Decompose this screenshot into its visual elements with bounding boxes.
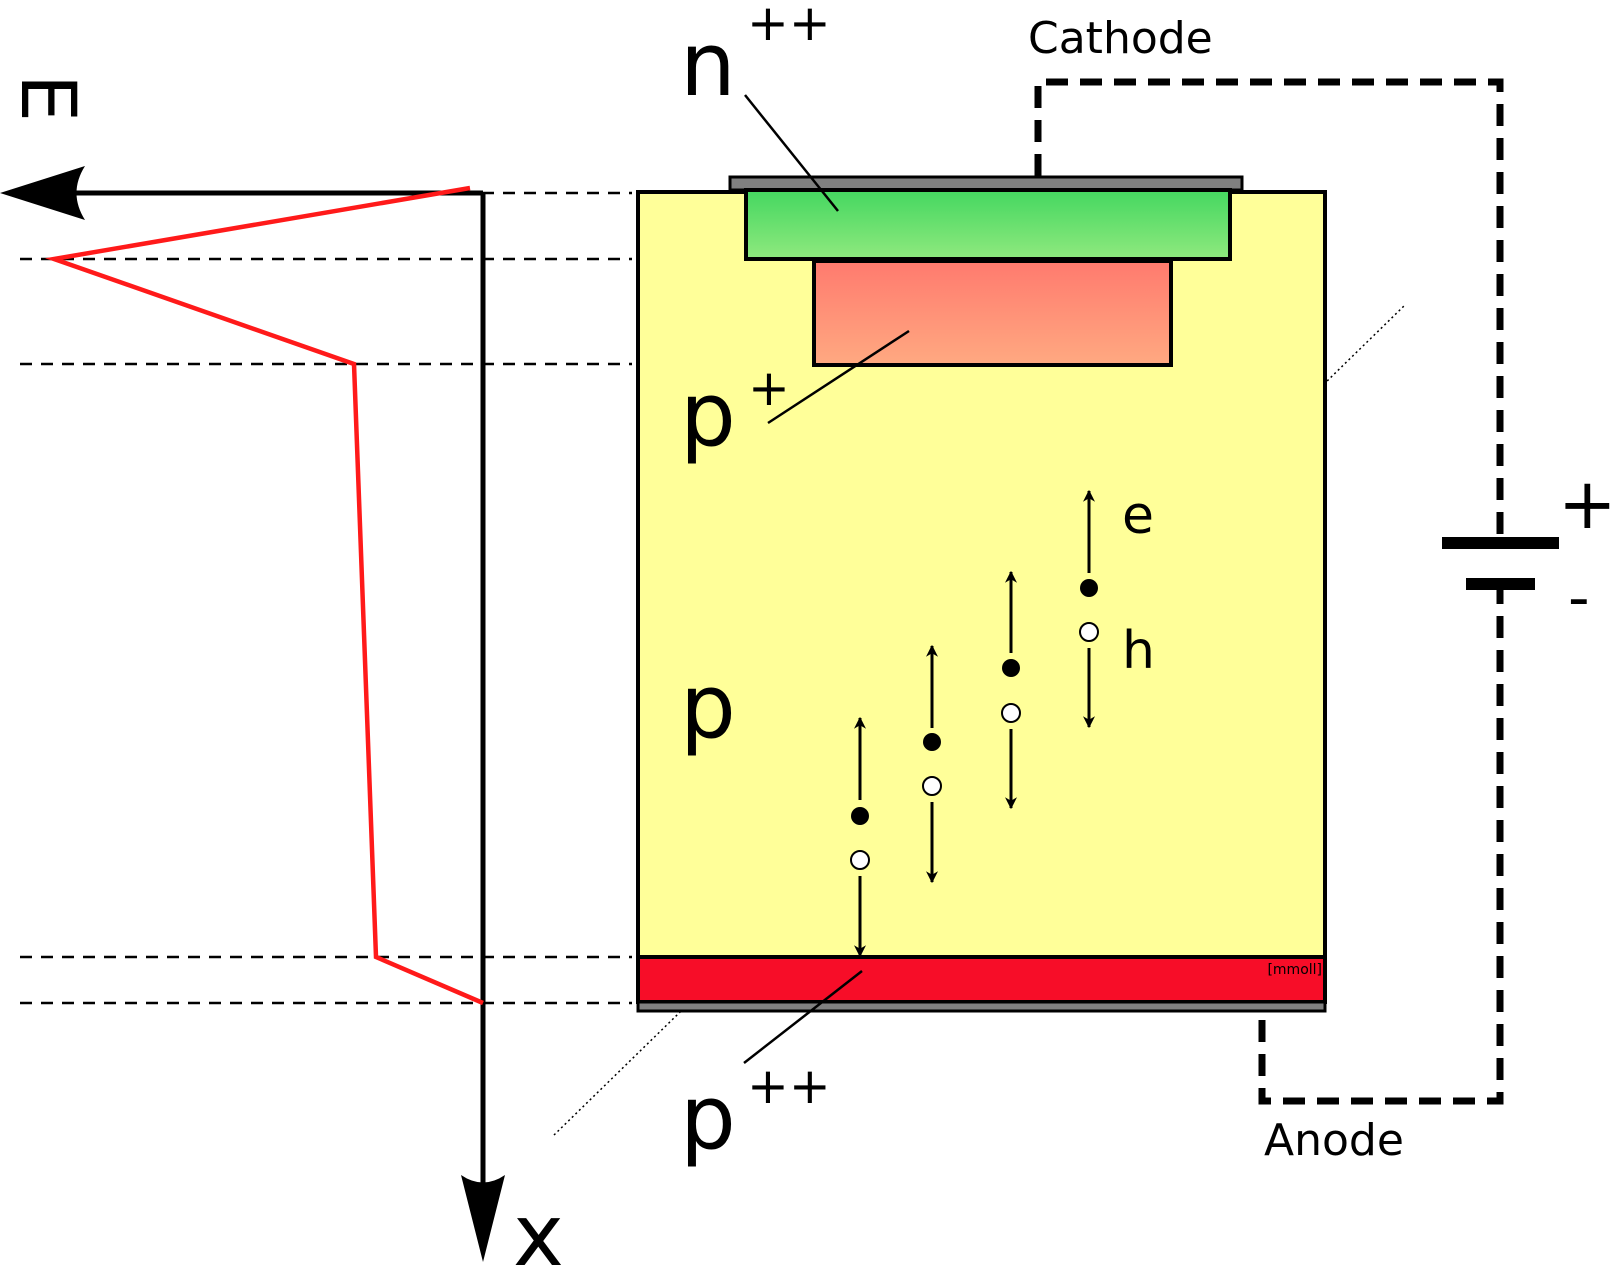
- axis-label-e: E: [4, 74, 93, 122]
- label-anode: Anode: [1264, 1115, 1404, 1166]
- label-p: p: [680, 655, 736, 758]
- small-region-label: [mmoll]: [1267, 962, 1322, 978]
- label-p-plus-plus-sup: ++: [747, 1057, 831, 1115]
- carrier-pairs: [850, 489, 1099, 958]
- label-p-plus-sup: +: [748, 359, 790, 417]
- n-plus-plus-layer: [744, 188, 1232, 261]
- leader-p-plus-plus: [743, 970, 863, 1064]
- electron-dot: [1002, 659, 1020, 677]
- anode-wire: [1258, 582, 1504, 1105]
- p-plus-layer: [812, 259, 1173, 367]
- dashed-guides: [20, 191, 632, 1005]
- electric-field-curve: [45, 185, 484, 1006]
- label-electron: e: [1122, 486, 1154, 546]
- electron-dot: [1080, 579, 1098, 597]
- label-n-plus-plus-sup: ++: [747, 0, 831, 52]
- hole-circle: [1079, 622, 1099, 642]
- anode-contact-metal: [636, 1000, 1327, 1013]
- x-axis-arrowhead: [461, 1175, 505, 1262]
- hole-circle: [850, 850, 870, 870]
- leader-lines: [743, 94, 910, 1064]
- battery-symbol: [1442, 537, 1559, 590]
- battery-long-plate: [1442, 537, 1559, 549]
- label-cathode: Cathode: [1028, 13, 1213, 64]
- battery-minus-sign: -: [1568, 563, 1590, 633]
- label-n-plus-plus: n: [680, 13, 736, 116]
- p-plus-plus-layer: [636, 955, 1327, 1004]
- label-p-plus-plus: p: [680, 1066, 736, 1169]
- leader-p-plus: [767, 329, 910, 425]
- cathode-wire: [1034, 78, 1504, 543]
- label-hole: h: [1122, 621, 1155, 681]
- electron-dot: [923, 733, 941, 751]
- battery-short-plate: [1466, 578, 1535, 590]
- field-axes: [60, 190, 486, 1210]
- external-circuit: [1034, 78, 1504, 1105]
- label-p-plus: p: [680, 363, 736, 466]
- e-axis-arrowhead: [0, 166, 85, 220]
- hole-circle: [922, 776, 942, 796]
- hole-circle: [1001, 703, 1021, 723]
- axis-label-x: x: [513, 1186, 564, 1270]
- battery-plus-sign: +: [1558, 463, 1611, 545]
- leader-n-plus-plus: [744, 94, 839, 212]
- electron-dot: [851, 807, 869, 825]
